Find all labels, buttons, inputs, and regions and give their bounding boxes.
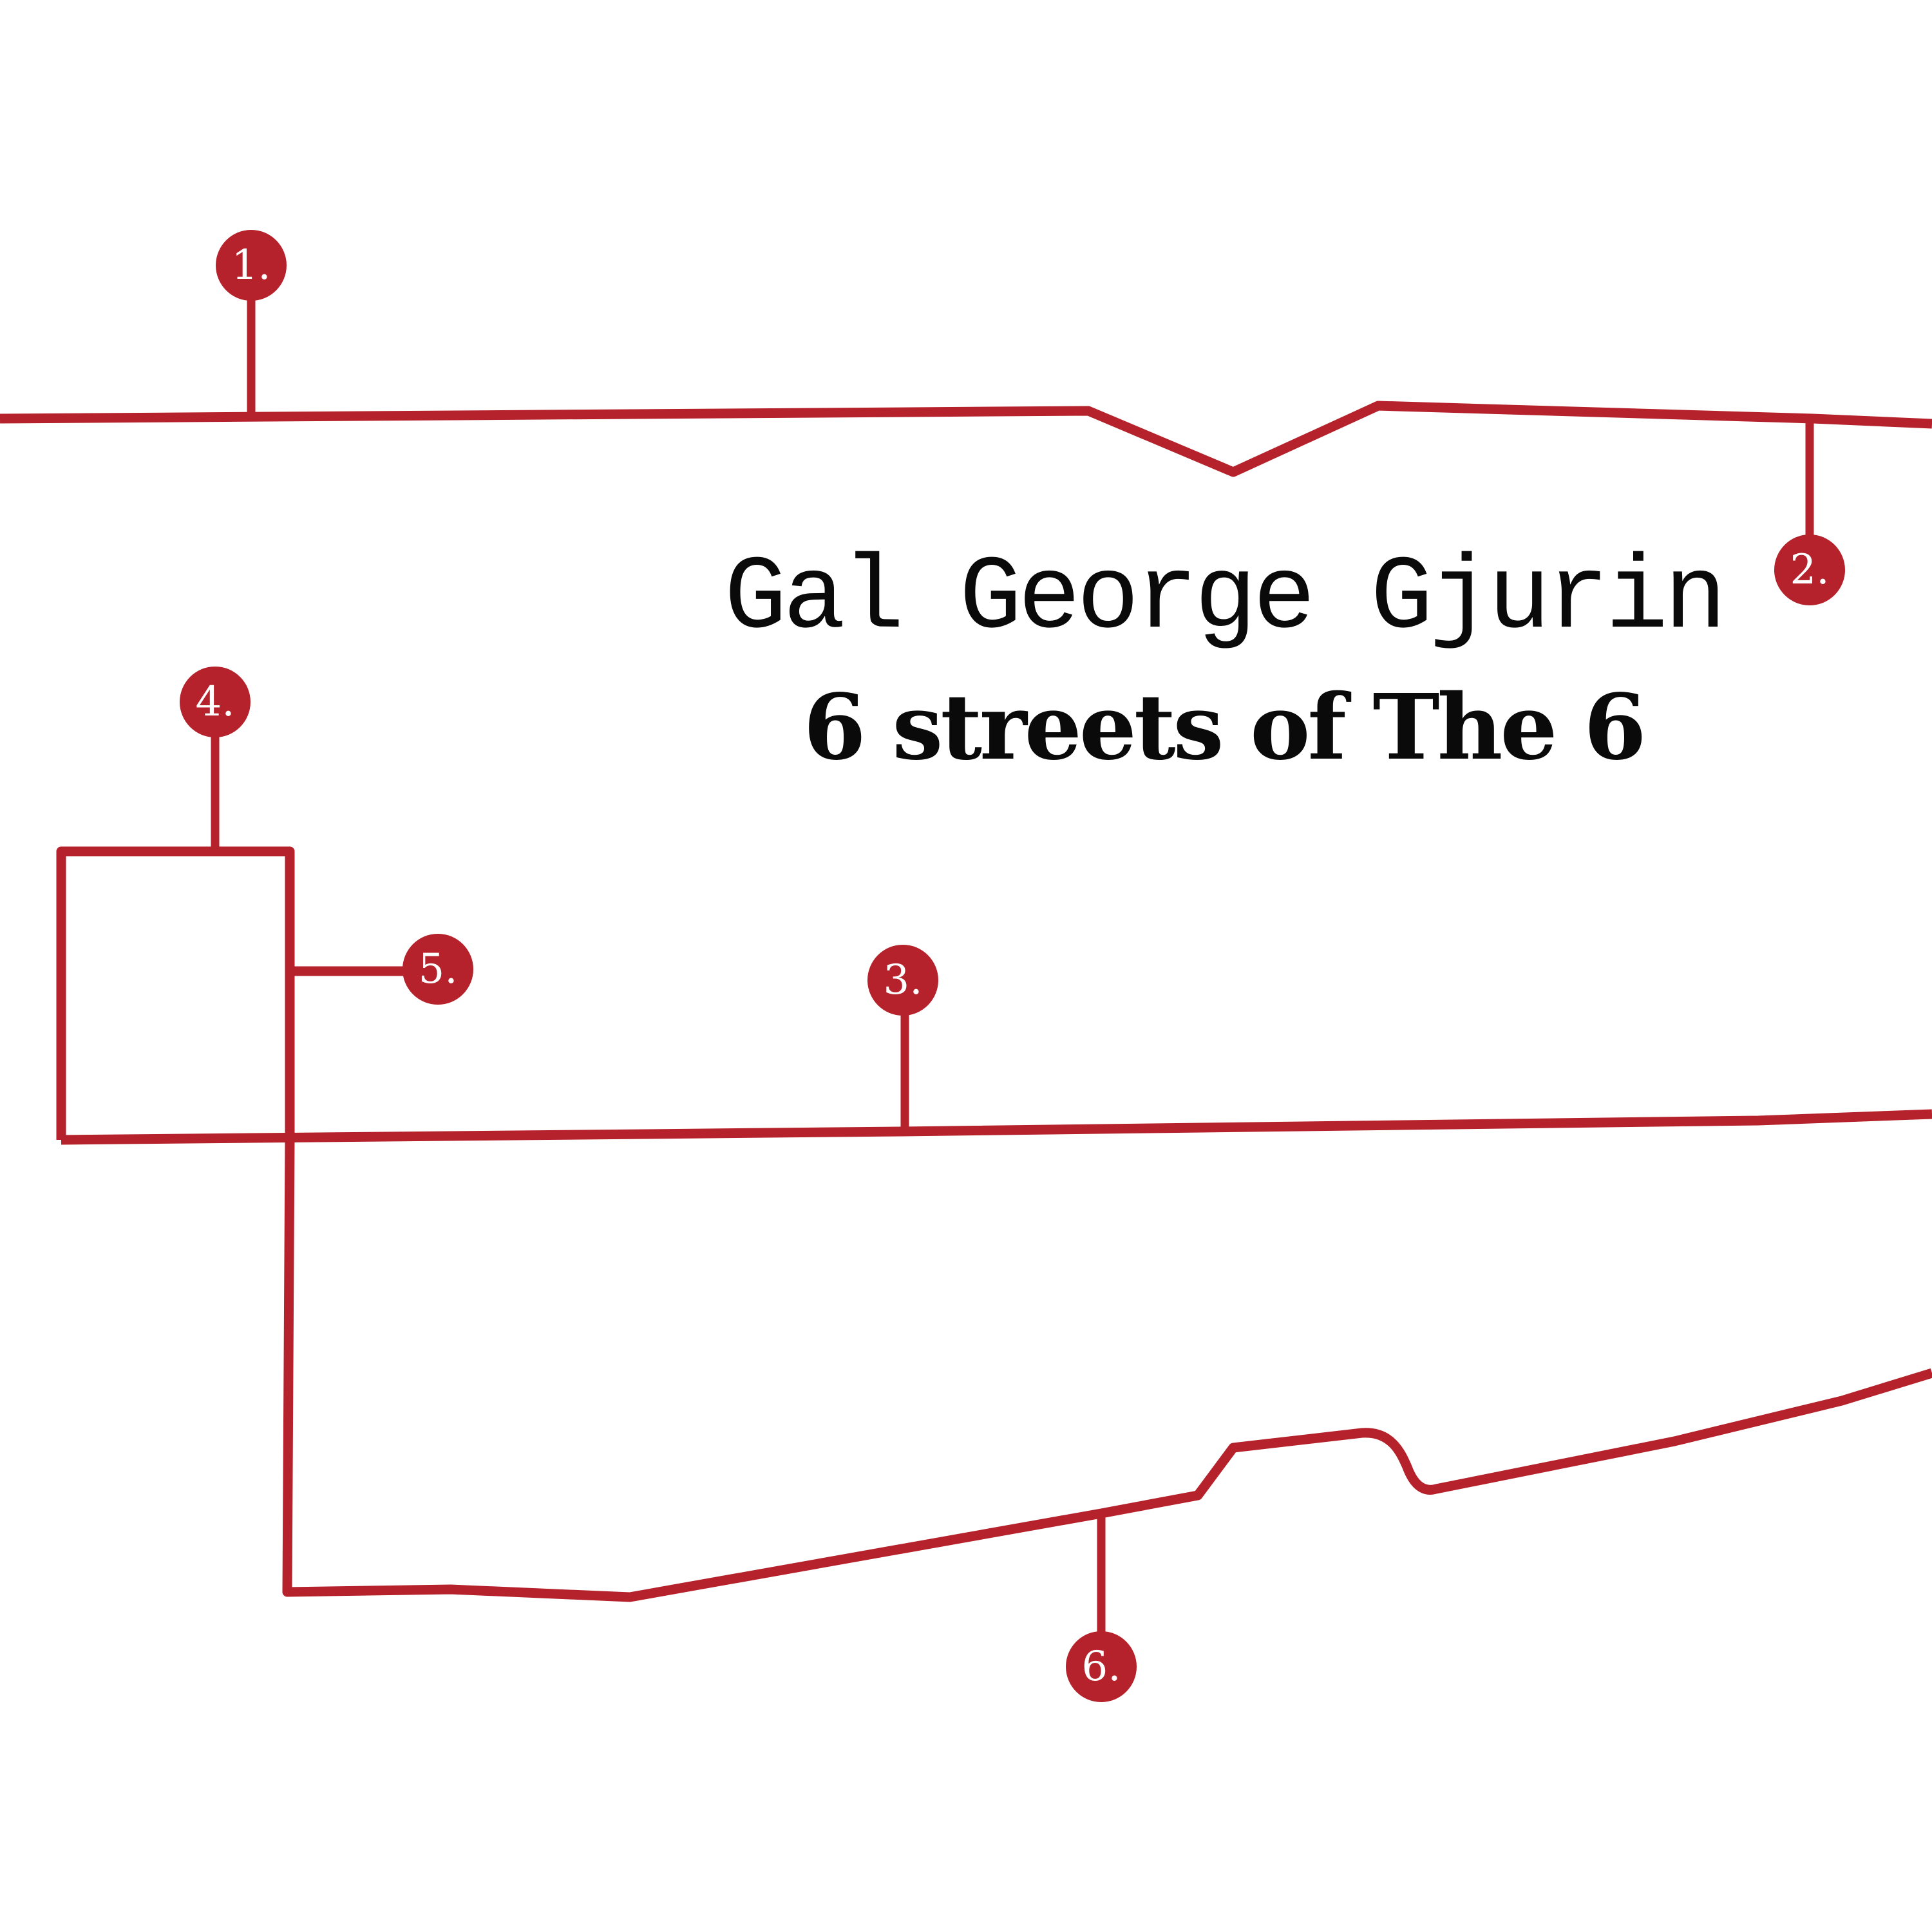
title-block: Gal George Gjurin 6 streets of The 6 bbox=[708, 535, 1739, 792]
marker-5-circle bbox=[402, 934, 473, 1005]
album-title: 6 streets of The 6 bbox=[803, 675, 1646, 781]
marker-4-label: 4. bbox=[195, 678, 234, 726]
artist-name: Gal George Gjurin bbox=[724, 540, 1727, 658]
marker-4-circle bbox=[180, 667, 251, 737]
marker-4[interactable]: 4. bbox=[180, 667, 251, 737]
street-line-4 bbox=[56, 846, 295, 1140]
street-line-3 bbox=[61, 1109, 1932, 1145]
marker-2-circle bbox=[1774, 535, 1845, 605]
street-line-1-2 bbox=[0, 401, 1932, 477]
marker-1[interactable]: 1. bbox=[216, 230, 287, 301]
marker-5-label: 5. bbox=[418, 945, 457, 993]
marker-6[interactable]: 6. bbox=[1066, 1631, 1137, 1702]
marker-6-label: 6. bbox=[1081, 1643, 1121, 1690]
marker-3-circle bbox=[867, 945, 938, 1016]
marker-2-label: 2. bbox=[1790, 546, 1829, 594]
street-line-5-6 bbox=[282, 1139, 1932, 1602]
marker-5[interactable]: 5. bbox=[402, 934, 473, 1005]
marker-3[interactable]: 3. bbox=[867, 945, 938, 1016]
marker-1-label: 1. bbox=[231, 242, 270, 289]
marker-1-circle bbox=[216, 230, 287, 301]
marker-3-label: 3. bbox=[883, 956, 922, 1004]
marker-6-circle bbox=[1066, 1631, 1137, 1702]
marker-2[interactable]: 2. bbox=[1774, 535, 1845, 605]
